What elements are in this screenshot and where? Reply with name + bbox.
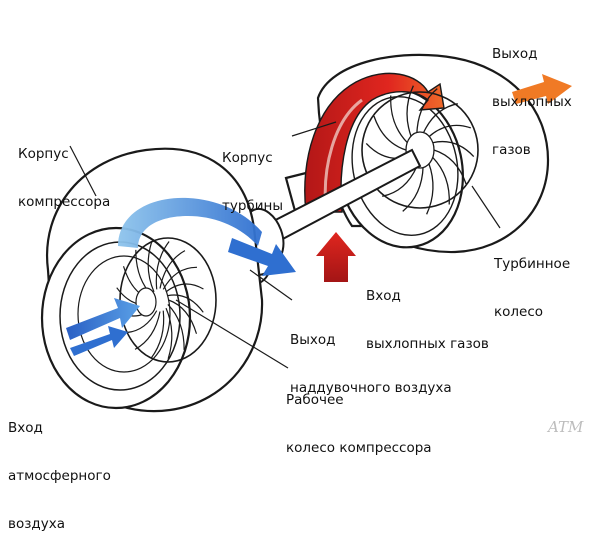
watermark-logo: ATM <box>548 418 584 436</box>
boost-air-arc <box>118 197 262 248</box>
label-line: атмосферного <box>8 468 111 484</box>
blade <box>390 95 408 144</box>
blade <box>432 140 475 157</box>
blade <box>165 307 173 359</box>
label-turbine-housing: Корпус турбины <box>222 118 283 230</box>
label-boost-out: Выход наддувочного воздуха <box>290 300 452 412</box>
hot-gas-swirl <box>304 72 445 213</box>
label-compressor-wheel: Рабочее колесо компрессора <box>286 360 432 472</box>
blade <box>134 311 161 350</box>
label-line: Турбинное <box>494 256 571 272</box>
air-inlet-arrows <box>66 298 140 356</box>
blade <box>147 241 155 293</box>
turbocharger-diagram <box>40 53 572 413</box>
label-line: Вход <box>366 288 401 304</box>
label-exhaust-in: Вход выхлопных газов <box>366 256 489 368</box>
blade <box>155 241 170 290</box>
label-turbine-wheel: Турбинное колесо <box>494 224 570 336</box>
boost-outlet-arrow <box>228 238 296 276</box>
leader-lines <box>69 121 501 369</box>
blade <box>162 266 198 290</box>
label-line: Выход <box>290 332 336 348</box>
exhaust-inlet-arrow <box>316 232 356 282</box>
label-line: Выход <box>492 46 538 62</box>
blade <box>382 166 418 197</box>
label-air-in: Вход атмосферного воздуха <box>8 388 111 548</box>
blade <box>406 85 414 138</box>
label-line: газов <box>492 142 531 158</box>
blade <box>150 310 165 359</box>
blade <box>433 149 467 185</box>
label-line: выхлопных газов <box>366 336 489 352</box>
blade <box>167 294 204 313</box>
blade <box>422 103 458 134</box>
blade <box>159 250 186 289</box>
label-line: воздуха <box>8 516 65 532</box>
label-compressor-housing: Корпус компрессора <box>18 114 110 226</box>
label-exhaust-out: Выход выхлопных газов <box>492 14 572 174</box>
label-line: наддувочного воздуха <box>290 380 452 396</box>
blade <box>428 124 471 138</box>
blade <box>416 88 438 134</box>
blade <box>168 299 198 334</box>
label-line: колесо <box>494 304 544 320</box>
blade <box>432 156 450 205</box>
label-line: колесо компрессора <box>286 440 432 456</box>
compressor-wheel <box>116 237 217 363</box>
label-line: Корпус <box>18 146 69 162</box>
blade <box>167 303 185 351</box>
blade <box>402 166 424 212</box>
blade <box>165 283 204 293</box>
blade <box>426 162 434 215</box>
label-line: Вход <box>8 420 43 436</box>
label-line: компрессора <box>18 194 111 210</box>
label-line: Корпус <box>222 150 273 166</box>
exhaust-outlet-arrow <box>512 74 572 104</box>
label-line: выхлопных <box>492 94 572 110</box>
label-line: Рабочее <box>286 392 344 408</box>
blade <box>373 115 407 151</box>
label-line: турбины <box>222 198 284 214</box>
